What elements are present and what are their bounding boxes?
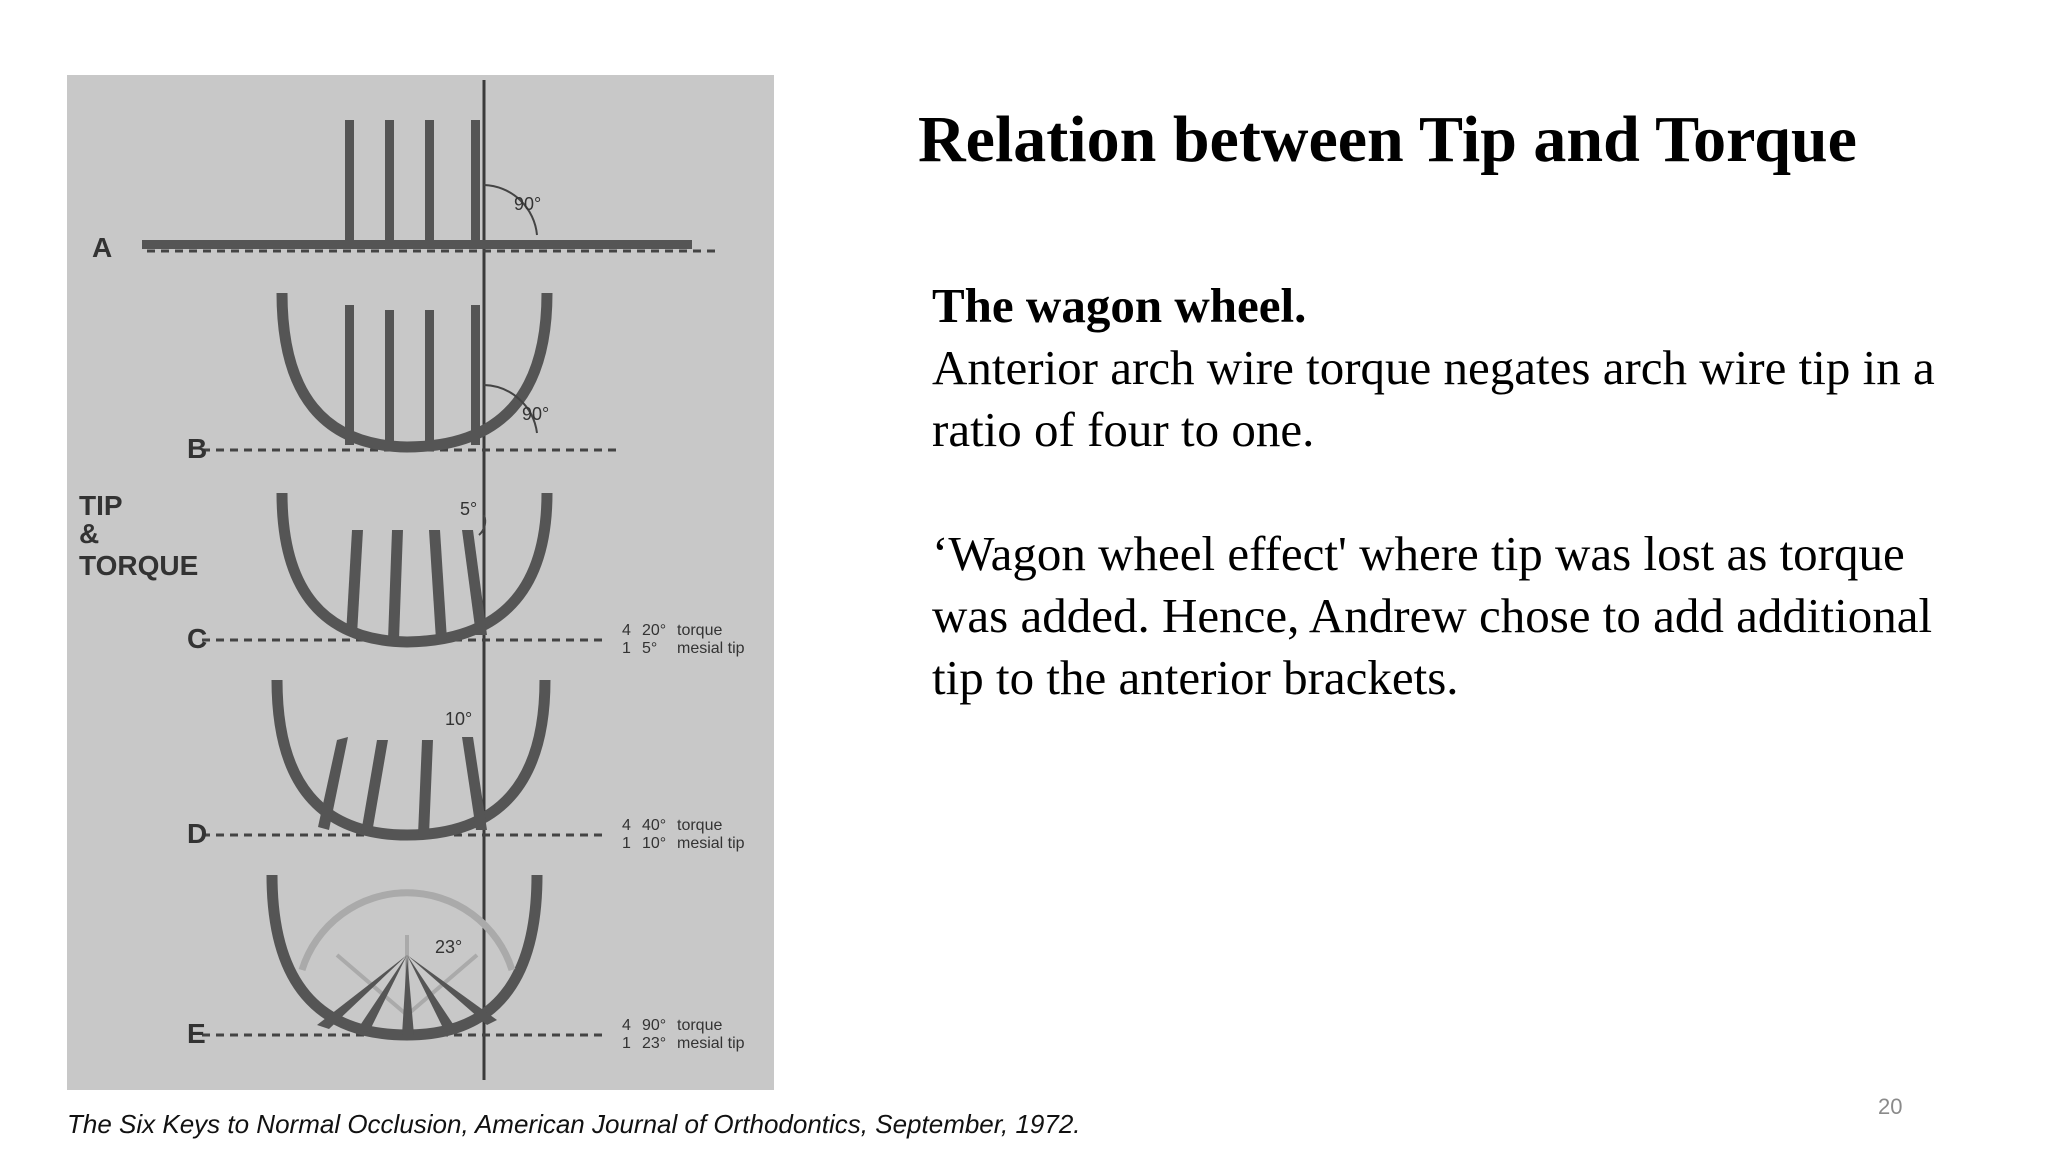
row-label-d: D	[187, 818, 207, 849]
tip-torque-side-label: TIP & TORQUE	[79, 490, 198, 581]
svg-text:mesial tip: mesial tip	[677, 640, 745, 657]
svg-text:TORQUE: TORQUE	[79, 550, 198, 581]
row-d: D 10° 4 1 40° 10° torque mesial tip	[187, 679, 745, 852]
page-number: 20	[1878, 1094, 1903, 1119]
row-c: C 5° 4 1 20° 5° torque mesial tip	[187, 492, 745, 657]
svg-text:1: 1	[622, 640, 631, 657]
row-e: E 23° 4 1 90° 23° torque mesial tip	[187, 874, 745, 1052]
angle-label-a: 90°	[514, 194, 541, 214]
angle-label-e: 23°	[435, 937, 462, 957]
svg-text:40°: 40°	[642, 817, 666, 834]
figure-caption: The Six Keys to Normal Occlusion, Americ…	[67, 1109, 1081, 1139]
svg-text:&: &	[79, 518, 99, 549]
svg-text:torque: torque	[677, 1017, 722, 1034]
angle-label-b: 90°	[522, 404, 549, 424]
row-label-c: C	[187, 623, 207, 654]
slide-body: The wagon wheel. Anterior arch wire torq…	[932, 275, 1992, 709]
row-b: B 90°	[187, 292, 622, 464]
angle-label-c: 5°	[460, 499, 477, 519]
svg-text:torque: torque	[677, 817, 722, 834]
svg-text:1: 1	[622, 835, 631, 852]
svg-text:4: 4	[622, 1017, 631, 1034]
svg-text:90°: 90°	[642, 1017, 666, 1034]
svg-text:mesial tip: mesial tip	[677, 835, 745, 852]
angle-label-d: 10°	[445, 709, 472, 729]
svg-text:20°: 20°	[642, 622, 666, 639]
row-label-e: E	[187, 1018, 206, 1049]
row-label-a: A	[92, 232, 112, 263]
body-paragraph-1: Anterior arch wire torque negates arch w…	[932, 340, 1935, 457]
svg-text:torque: torque	[677, 622, 722, 639]
svg-text:10°: 10°	[642, 835, 666, 852]
slide-title: Relation between Tip and Torque	[918, 103, 1857, 176]
row-a: A 90°	[92, 120, 717, 263]
wagon-wheel-figure: A 90° B 90° TIP & TORQUE	[67, 75, 774, 1090]
svg-text:4: 4	[622, 622, 631, 639]
svg-text:1: 1	[622, 1035, 631, 1052]
svg-text:5°: 5°	[642, 640, 657, 657]
svg-text:mesial tip: mesial tip	[677, 1035, 745, 1052]
row-label-b: B	[187, 433, 207, 464]
body-paragraph-2: ‘Wagon wheel effect' where tip was lost …	[932, 526, 1933, 705]
svg-text:TIP: TIP	[79, 490, 123, 521]
wagon-wheel-diagram: A 90° B 90° TIP & TORQUE	[67, 75, 774, 1090]
body-heading: The wagon wheel.	[932, 278, 1307, 333]
svg-text:4: 4	[622, 817, 631, 834]
svg-text:23°: 23°	[642, 1035, 666, 1052]
paragraph-spacer	[932, 461, 1992, 523]
